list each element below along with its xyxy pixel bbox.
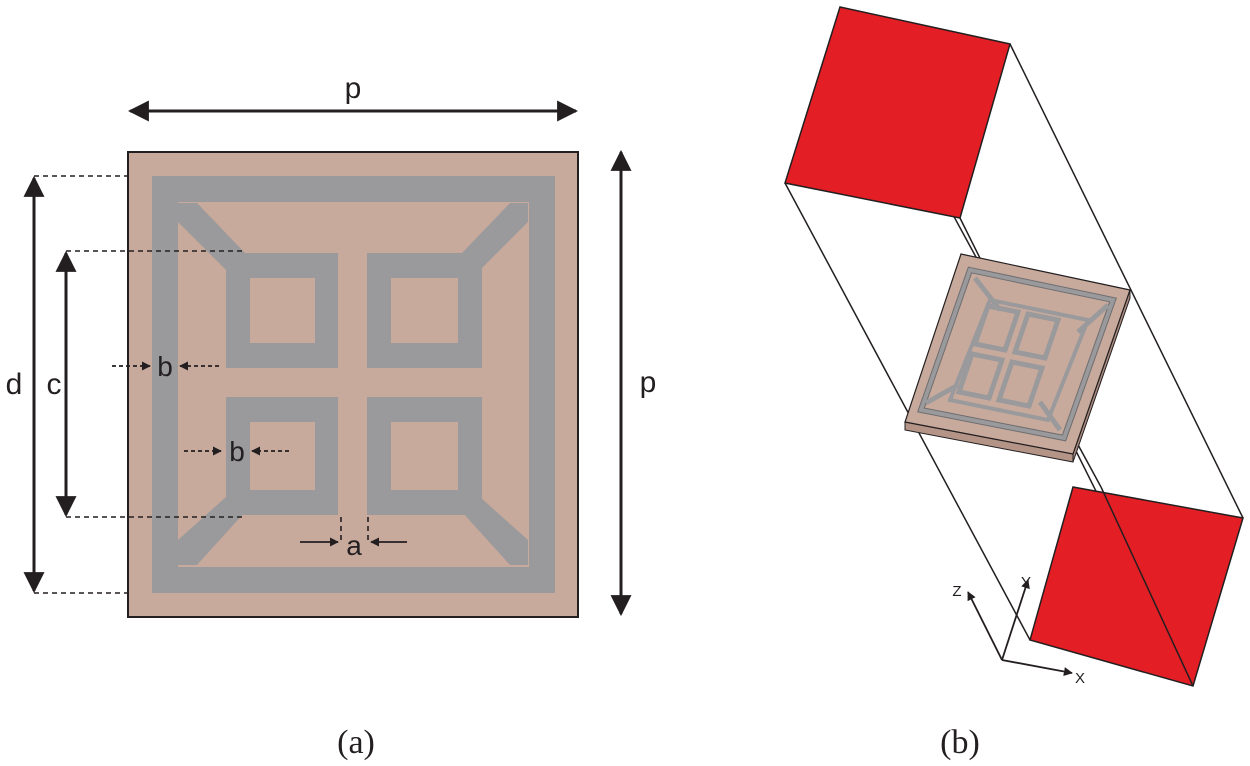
port-bottom [1029,486,1244,687]
label-p-right: p [640,366,657,399]
axis-label-x: X [1075,670,1085,687]
panel-a-top-view: p p d c b b a (a) [6,72,657,761]
inner-resonator-squares [226,253,482,515]
label-b-outer: b [157,351,173,382]
inner-metal-frame [178,203,528,565]
label-b-inner: b [229,436,245,467]
label-d: d [6,368,23,401]
unit-cell-3d [904,253,1131,463]
panel-b-3d-view: Z Y X (b) [784,6,1244,761]
port-top [784,6,1011,219]
label-a: a [346,530,362,561]
axis-label-z: Z [952,583,961,600]
label-p-top: p [345,72,362,105]
axis-label-y: Y [1021,574,1031,591]
caption-a: (a) [337,724,375,761]
axes-triad: Z Y X [952,574,1085,687]
caption-b: (b) [940,724,980,761]
label-c: c [47,368,62,401]
outer-metal-ring [152,176,555,593]
